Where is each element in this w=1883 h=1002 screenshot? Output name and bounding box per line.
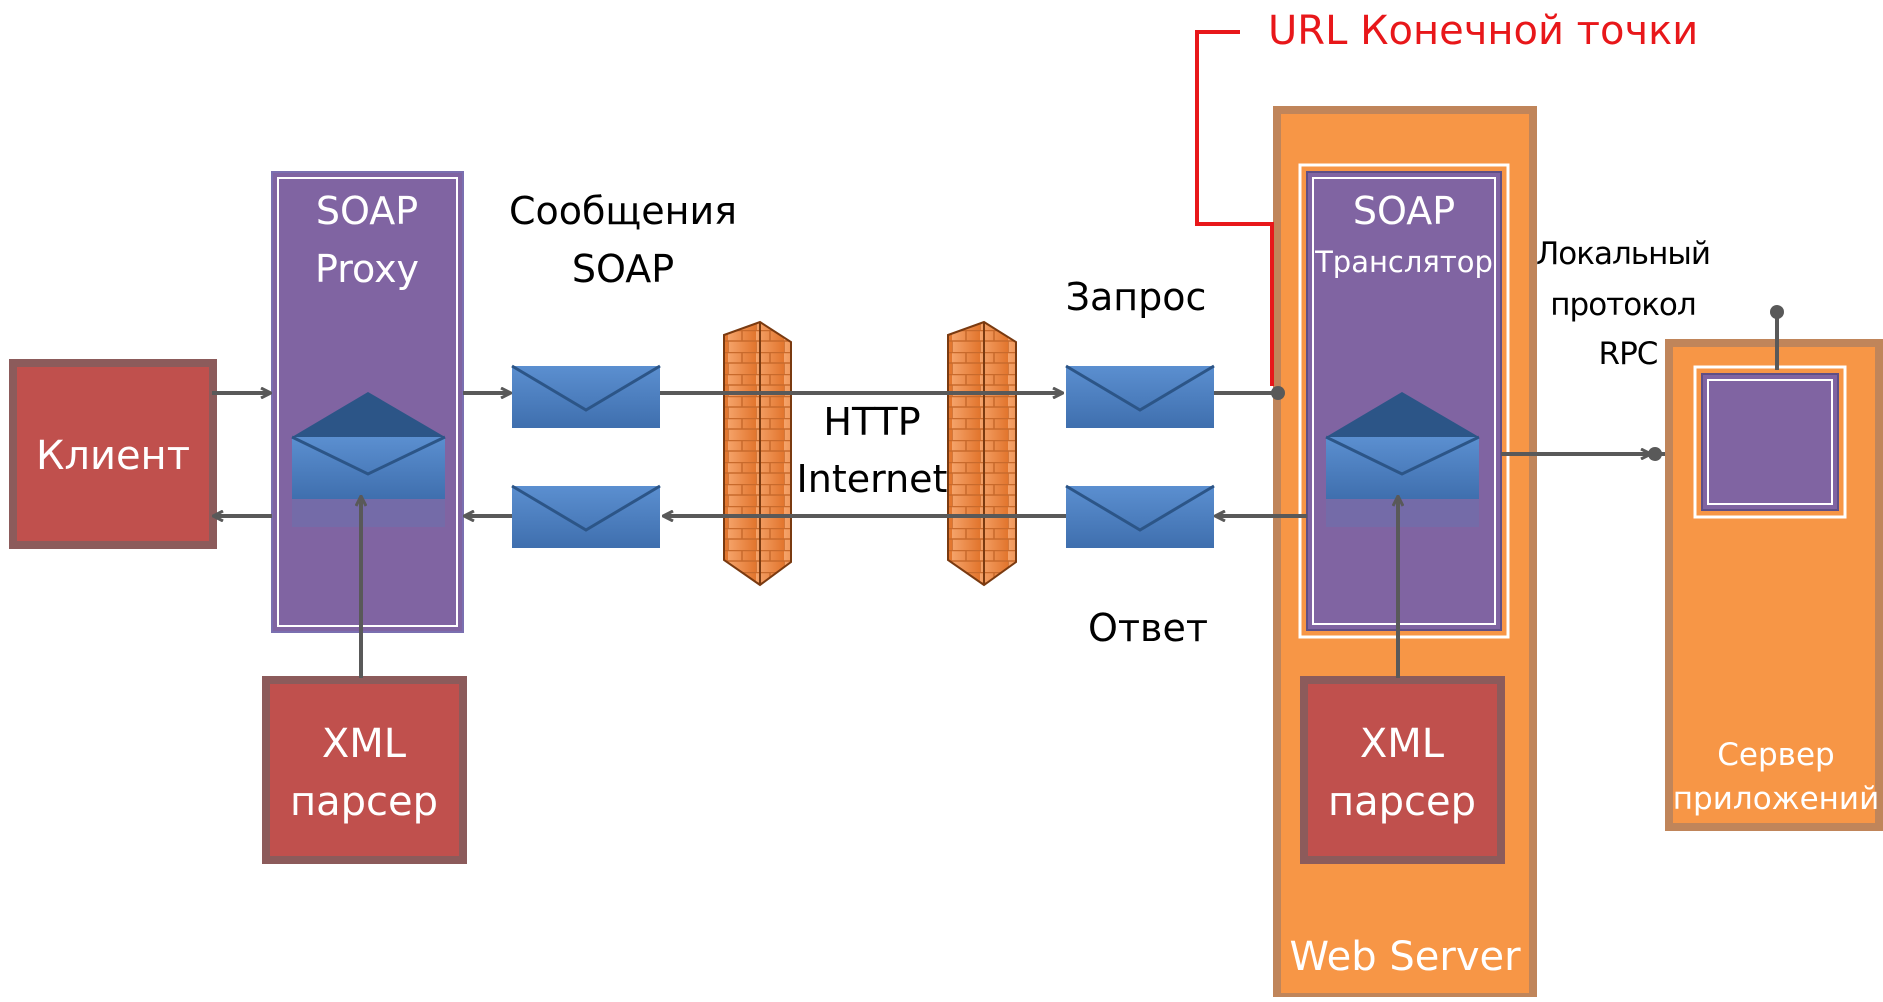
endpoint-dot	[1271, 386, 1285, 400]
soap-proxy-title-1: SOAP	[316, 189, 418, 233]
http-label: HTTP	[823, 400, 920, 444]
client-label: Клиент	[36, 433, 190, 479]
firewall-left-icon	[723, 320, 792, 587]
xml-parser-right-line2: парсер	[1328, 779, 1476, 825]
web-server-label: Web Server	[1289, 934, 1521, 980]
request-label: Запрос	[1066, 275, 1207, 319]
soap-messages-label-2: SOAP	[572, 247, 674, 291]
xml-parser-left-line2: парсер	[290, 779, 438, 825]
response-envelope-left-icon	[511, 484, 661, 548]
xml-parser-left-box: XML парсер	[262, 676, 467, 864]
soap-translator-title-1: SOAP	[1353, 189, 1455, 233]
soap-proxy-title-2: Proxy	[315, 247, 419, 291]
local-rpc-label-1: Локальный	[1536, 236, 1710, 272]
soap-proxy-box: SOAP Proxy	[271, 171, 464, 633]
request-envelope-right-icon	[1065, 364, 1215, 428]
soap-translator-title-2: Транслятор	[1314, 245, 1493, 279]
app-server-dot	[1770, 305, 1784, 319]
endpoint-callout-line	[1195, 30, 1274, 386]
rpc-dot	[1648, 447, 1662, 461]
local-rpc-label-3: RPC	[1599, 336, 1658, 372]
local-rpc-label-2: протокол	[1550, 287, 1695, 323]
xml-parser-right-line1: XML	[1360, 721, 1445, 767]
app-server-label-1: Сервер	[1717, 737, 1834, 773]
response-envelope-right-icon	[1065, 484, 1215, 548]
endpoint-url-label: URL Конечной точки	[1268, 8, 1698, 54]
soap-messages-label-1: Сообщения	[509, 189, 737, 233]
client-box: Клиент	[9, 359, 217, 549]
request-envelope-left-icon	[511, 364, 661, 428]
response-label: Ответ	[1088, 606, 1208, 650]
app-server-label-2: приложений	[1673, 781, 1879, 817]
xml-parser-left-line1: XML	[322, 721, 407, 767]
xml-parser-right-box: XML парсер	[1300, 676, 1505, 864]
internet-label: Internet	[797, 457, 948, 501]
open-envelope-icon	[291, 392, 446, 527]
app-server-box: Сервер приложений	[1665, 339, 1883, 831]
open-envelope-translator-icon	[1325, 392, 1480, 527]
firewall-right-icon	[947, 320, 1017, 587]
